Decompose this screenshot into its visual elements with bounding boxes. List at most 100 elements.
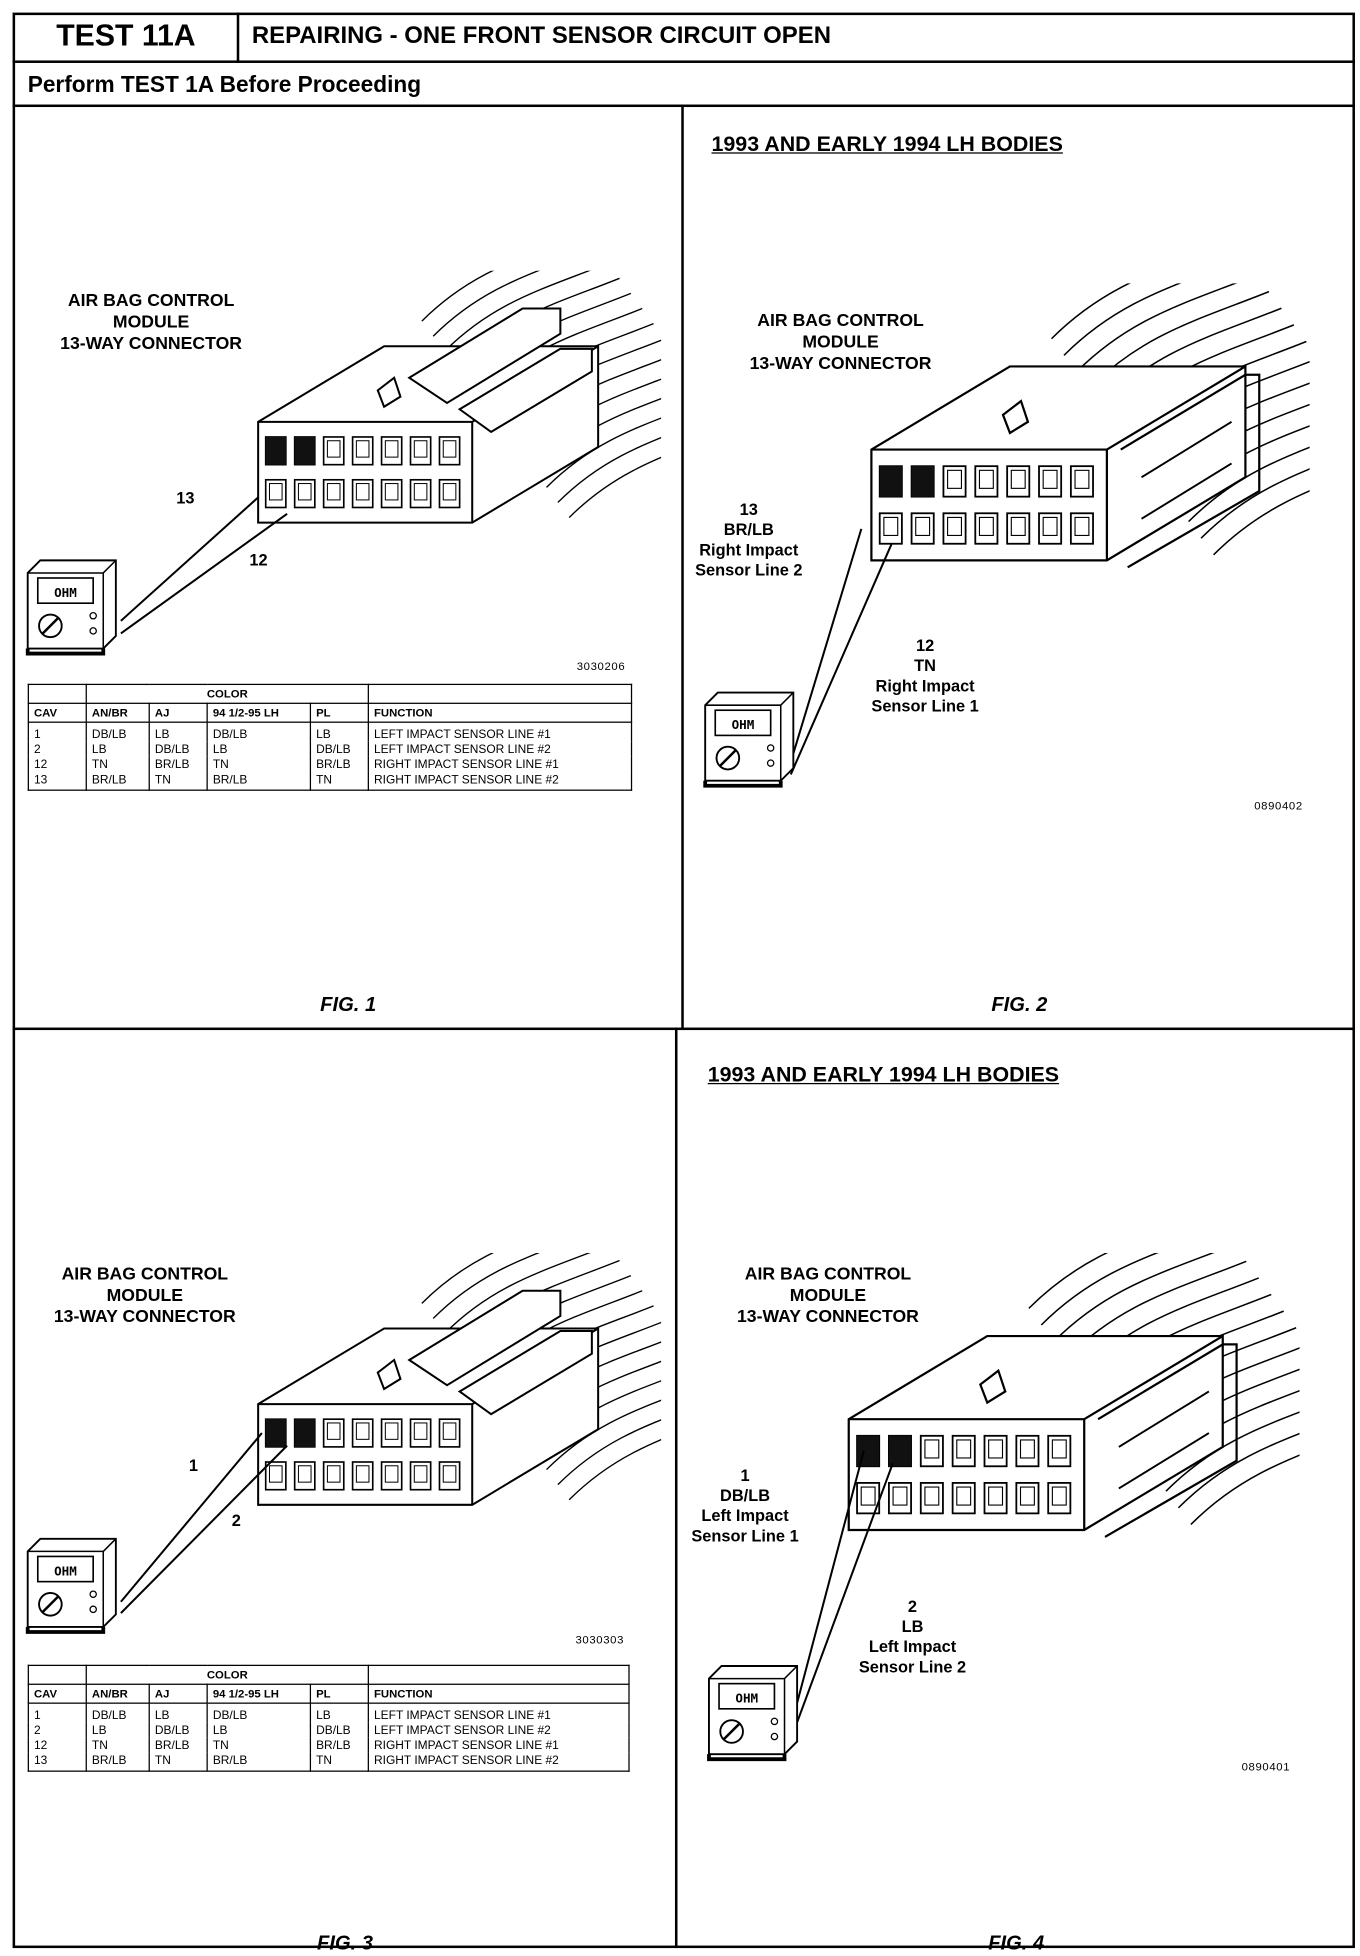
header-rule bbox=[12, 60, 1355, 63]
table-cell: RIGHT IMPACT SENSOR LINE #2 bbox=[367, 1752, 630, 1772]
figure-label: FIG. 3 bbox=[317, 1932, 374, 1955]
connector-drawing bbox=[870, 283, 1310, 569]
table-cell: DB/LB bbox=[206, 1703, 312, 1723]
table-cell: 1 bbox=[27, 722, 87, 742]
connector-drawing bbox=[257, 270, 662, 524]
column-header: AN/BR bbox=[85, 1683, 150, 1704]
table-cell: BR/LB bbox=[206, 1752, 312, 1772]
connector-label-line: MODULE bbox=[112, 311, 190, 332]
table-cell: 2 bbox=[27, 741, 87, 757]
column-header: PL bbox=[309, 702, 369, 723]
table-cell: DB/LB bbox=[85, 722, 150, 742]
pin-label-line: Sensor Line 1 bbox=[691, 1526, 799, 1546]
table-cell: LB bbox=[309, 722, 369, 742]
table-cell: TN bbox=[206, 756, 312, 772]
pin-label-line: Left Impact bbox=[868, 1637, 957, 1656]
color-group-header: COLOR bbox=[85, 1664, 369, 1685]
latch-icon bbox=[376, 1358, 402, 1391]
table-cell: LB bbox=[206, 741, 312, 757]
pin-label-line: 13 bbox=[739, 499, 758, 519]
page-frame bbox=[12, 12, 1355, 1949]
pin-label: 13 bbox=[176, 489, 194, 509]
column-header: AN/BR bbox=[85, 702, 150, 723]
test-id: TEST 11A bbox=[56, 18, 196, 53]
drawing-code: 3030206 bbox=[576, 659, 626, 673]
pin-label-line: Sensor Line 1 bbox=[871, 696, 979, 716]
color-group-header: COLOR bbox=[85, 683, 369, 704]
table-cell: BR/LB bbox=[148, 1737, 208, 1753]
probe-cavity-b bbox=[888, 1435, 912, 1467]
table-cell: LEFT IMPACT SENSOR LINE #2 bbox=[367, 1722, 630, 1738]
column-header: 94 1/2-95 LH bbox=[206, 702, 312, 723]
table-cell: LEFT IMPACT SENSOR LINE #1 bbox=[367, 1703, 630, 1723]
probe-cavity-a bbox=[265, 1419, 286, 1447]
connector-label-line: 13-WAY CONNECTOR bbox=[749, 352, 932, 373]
pin-label-line: 13 bbox=[176, 488, 195, 508]
pin-label-line: 2 bbox=[231, 1511, 241, 1530]
pin-label-line: Sensor Line 2 bbox=[695, 560, 803, 580]
table-cell: TN bbox=[309, 1752, 369, 1772]
table-cell: DB/LB bbox=[309, 1722, 369, 1738]
connector-label-line: AIR BAG CONTROL bbox=[67, 289, 235, 310]
table-cell: DB/LB bbox=[206, 722, 312, 742]
probe-cavity-b bbox=[294, 1419, 315, 1447]
column-header: PL bbox=[309, 1683, 369, 1704]
connector-label-line: MODULE bbox=[106, 1284, 184, 1305]
column-header: 94 1/2-95 LH bbox=[206, 1683, 312, 1704]
latch-icon bbox=[1001, 399, 1030, 435]
connector-label-line: 13-WAY CONNECTOR bbox=[53, 1305, 236, 1326]
figure-label: FIG. 4 bbox=[988, 1932, 1045, 1955]
pin-label-line: Sensor Line 2 bbox=[858, 1657, 967, 1677]
table-cell: 12 bbox=[27, 756, 87, 772]
table-cell: DB/LB bbox=[309, 741, 369, 757]
pin-label-line: Left Impact bbox=[701, 1506, 789, 1525]
column-header: AJ bbox=[148, 702, 208, 723]
table-cell: RIGHT IMPACT SENSOR LINE #2 bbox=[367, 771, 633, 791]
drawing-code: 0890402 bbox=[1254, 799, 1303, 813]
table-cell: TN bbox=[309, 771, 369, 791]
table-cell: BR/LB bbox=[148, 756, 208, 772]
column-header: AJ bbox=[148, 1683, 208, 1704]
prerequisite-note: Perform TEST 1A Before Proceeding bbox=[27, 71, 422, 97]
pin-label-line: 12 bbox=[915, 635, 935, 655]
table-cell: TN bbox=[85, 1737, 150, 1753]
pin-label: 1 bbox=[189, 1456, 198, 1476]
table-cell: BR/LB bbox=[85, 771, 150, 791]
table-cell: LEFT IMPACT SENSOR LINE #1 bbox=[367, 722, 633, 742]
column-header: CAV bbox=[27, 1683, 87, 1704]
figure-label: FIG. 1 bbox=[320, 994, 377, 1017]
table-cell: LB bbox=[309, 1703, 369, 1723]
table-cell: BR/LB bbox=[85, 1752, 150, 1772]
column-divider-top bbox=[681, 104, 684, 1029]
connector-cavities bbox=[856, 1434, 1072, 1515]
connector-drawing bbox=[257, 1252, 662, 1506]
drawing-code: 0890401 bbox=[1241, 1760, 1291, 1774]
figure-subheading: 1993 AND EARLY 1994 LH BODIES bbox=[707, 1062, 1060, 1087]
pin-label: 2 bbox=[232, 1511, 241, 1531]
pin-label-line: 2 bbox=[907, 1596, 918, 1616]
column-header: FUNCTION bbox=[367, 702, 633, 723]
table-cell: 12 bbox=[27, 1737, 87, 1753]
table-cell: 13 bbox=[27, 771, 87, 791]
table-cell: TN bbox=[206, 1737, 312, 1753]
test-title: REPAIRING - ONE FRONT SENSOR CIRCUIT OPE… bbox=[251, 22, 831, 50]
table-cell: DB/LB bbox=[148, 1722, 208, 1738]
table-cell: 13 bbox=[27, 1752, 87, 1772]
figure-label: FIG. 2 bbox=[991, 994, 1048, 1017]
connector-label-line: MODULE bbox=[802, 331, 879, 352]
table-cell: RIGHT IMPACT SENSOR LINE #1 bbox=[367, 1737, 630, 1753]
row-divider bbox=[12, 1027, 1355, 1031]
figure-subheading: 1993 AND EARLY 1994 LH BODIES bbox=[711, 132, 1063, 157]
pin-label-line: BR/LB bbox=[723, 520, 774, 539]
pin-label-line: 12 bbox=[249, 550, 268, 570]
table-cell: LB bbox=[85, 1722, 150, 1738]
